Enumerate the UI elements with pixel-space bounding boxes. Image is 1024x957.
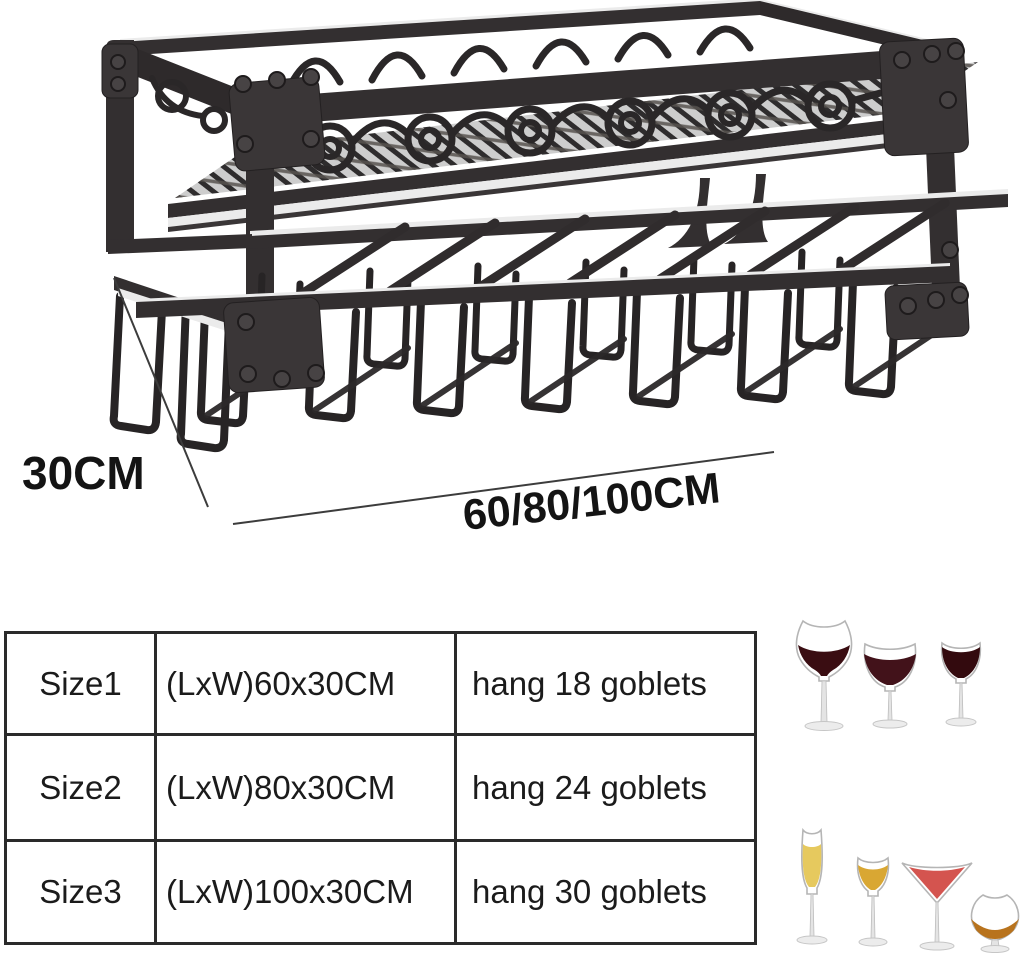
rack-left-scrollwork [149, 75, 228, 134]
table-cell-capacity: hang 30 goblets [457, 842, 754, 942]
depth-dimension-label: 30CM [22, 447, 145, 499]
length-dimension-line [232, 451, 775, 525]
rack-backwall-scrollwork [286, 25, 754, 90]
rack-bottom-tier [108, 189, 1008, 334]
table-cell-dimension: (LxW)60x30CM [157, 634, 457, 736]
table-cell-size: Size3 [7, 842, 157, 942]
rack-top-rim [120, 0, 948, 126]
table-cell-size: Size2 [7, 736, 157, 842]
red-wine-balloon-glass-icon [863, 642, 917, 729]
wine-rack-illustration: 30CM 60/80/100CM [22, 0, 1008, 540]
white-wine-glass-icon [856, 856, 890, 947]
rack-mesh-shelf [168, 62, 978, 232]
red-wine-glass-icon [940, 641, 982, 727]
table-cell-size: Size1 [7, 634, 157, 736]
champagne-flute-icon [796, 828, 828, 945]
table-cell-capacity: hang 24 goblets [457, 736, 754, 842]
martini-glass-icon [901, 862, 973, 951]
rack-support-brackets [668, 174, 768, 248]
table-cell-capacity: hang 18 goblets [457, 634, 754, 736]
red-wine-tulip-glass-icon [795, 619, 853, 731]
rack-corner-plates [101, 37, 970, 394]
dimension-depth: 30CM [22, 277, 209, 508]
table-cell-dimension: (LxW)80x30CM [157, 736, 457, 842]
size-table: Size1 (LxW)60x30CM hang 18 goblets Size2… [4, 631, 757, 945]
table-cell-dimension: (LxW)100x30CM [157, 842, 457, 942]
brandy-snifter-icon [970, 894, 1020, 953]
rack-stemware-hangers [109, 248, 951, 453]
depth-dimension-line [113, 277, 209, 508]
dimension-length: 60/80/100CM [232, 451, 775, 540]
